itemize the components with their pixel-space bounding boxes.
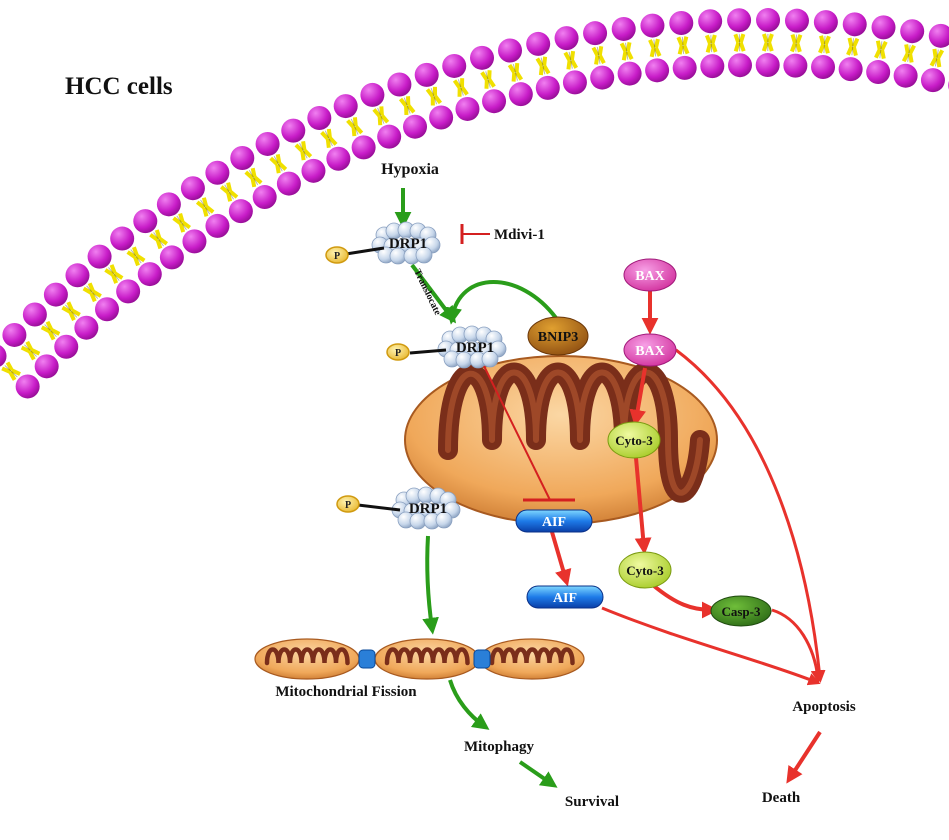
phospho-tag-top: P [325,246,385,264]
svg-text:P: P [334,251,340,262]
inhibition-mdivi-drp1 [460,224,490,244]
cyto3-label-inner: Cyto-3 [615,433,653,448]
survival-label: Survival [565,794,619,810]
lipid-pair [360,82,402,149]
cyto3-label-outer: Cyto-3 [626,563,664,578]
arrow-mitophagy-survival [518,760,558,788]
casp3-protein: Casp-3 [710,595,772,627]
diagram-title: HCC cells [65,73,173,100]
cell-membrane-bilayer [0,8,949,399]
bnip3-protein: BNIP3 [527,316,589,356]
lipid-pair [698,9,725,79]
lipid-pair [2,322,59,379]
lipid-pair [611,16,642,86]
lipid-pair [205,160,253,224]
arrow-bnip3-drp1 [445,280,558,325]
lipid-pair [783,8,809,78]
arrow-bax-cyto [629,367,647,427]
mitophagy-label: Mitophagy [464,739,535,755]
lipid-pair [640,13,670,83]
lipid-pair [498,38,533,107]
bax-label-top: BAX [635,269,665,284]
lipid-pair [583,21,615,90]
bax-protein-top: BAX [623,258,677,292]
death-label: Death [762,790,801,806]
lipid-pair [180,176,230,238]
lipid-pair [387,72,428,139]
lipid-pair [307,105,351,171]
lipid-pair [22,302,79,359]
lipid-pair [43,282,99,340]
aif-protein-outer: AIF [526,585,604,609]
lipid-pair [442,53,480,121]
lipid-pair [414,62,454,130]
translocate-label: Translocate [411,267,443,317]
cyto3-protein-outer: Cyto-3 [618,551,672,589]
lipid-pair [755,8,781,78]
lipid-pair [87,244,141,304]
lipid-pair [669,10,697,80]
aif-protein-inner: AIF [515,509,593,533]
arrow-translocate [410,263,457,324]
lipid-pair [893,19,925,88]
drp1-label-low: DRP1 [409,501,447,517]
lipid-pair [0,345,40,399]
svg-text:P: P [395,348,401,359]
fission-mito-2 [374,638,480,680]
svg-text:P: P [345,500,351,511]
fission-label: Mitochondrial Fission [275,684,417,700]
aif-label-inner: AIF [542,515,566,530]
lipid-pair [281,118,326,183]
arrow-aif-apoptosis [601,606,821,686]
inhibition-drp1-aif [483,365,575,502]
fission-mitochondria [254,638,585,680]
mdivi-label: Mdivi-1 [494,227,545,243]
arrow-cyto-cyto [634,457,652,555]
lipid-pair [866,15,896,85]
lipid-pair [811,10,838,79]
bnip3-label: BNIP3 [538,330,578,345]
lipid-pair [255,131,301,196]
arrow-apoptosis-death [786,730,822,784]
lipid-pair [920,23,949,93]
drp1-cluster-mid [437,325,507,369]
phospho-tag-mid: P [386,343,447,361]
lipid-pair [526,31,560,100]
lipid-pair [838,12,867,82]
lipid-pair [230,146,277,210]
aif-label-outer: AIF [553,591,577,606]
arrow-casp3-apoptosis [771,608,824,684]
casp3-label: Casp-3 [721,604,761,619]
hypoxia-label: Hypoxia [381,161,439,178]
arrow-bax-apoptosis [675,348,826,684]
bax-label-mid: BAX [635,344,665,359]
lipid-pair [727,8,752,78]
fission-mito-3 [479,638,585,680]
lipid-pair [65,263,120,322]
phospho-tag-low: P [336,495,401,513]
fission-mito-1 [254,638,360,680]
drp1-label-top: DRP1 [389,236,427,252]
bax-protein-mid: BAX [623,333,677,367]
arrow-drp1-fission [422,535,439,635]
fission-connector [473,649,491,669]
lipid-pair [110,226,162,287]
lipid-pair [470,45,507,114]
lipid-pair [156,192,207,254]
arrow-fission-mitophagy [448,679,490,730]
arrow-aif-translocation [550,531,572,587]
lipid-pair [133,209,184,270]
drp1-label-mid: DRP1 [456,340,494,356]
arrow-cyto-casp3 [652,584,719,619]
lipid-pair [333,94,376,160]
cyto3-protein-inner: Cyto-3 [607,421,661,459]
fission-connector [358,649,376,669]
lipid-pair [554,26,587,95]
apoptosis-label: Apoptosis [792,699,856,715]
